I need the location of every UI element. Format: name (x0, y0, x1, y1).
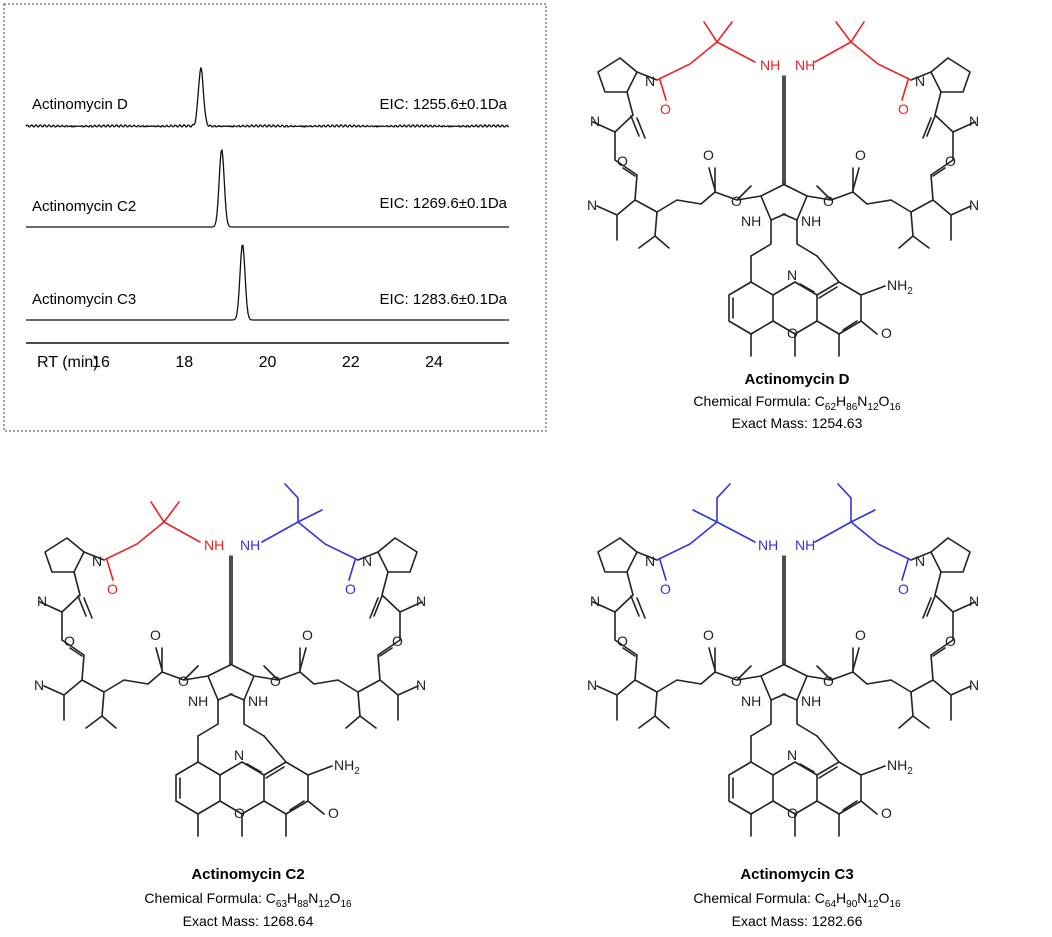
formula-part: C (815, 393, 825, 409)
valine-nh-c2: NH (204, 537, 224, 553)
formula-part: C (266, 890, 276, 906)
molecule-c2-skeleton (33, 537, 427, 837)
isoleucine-o-c3-left: O (660, 581, 671, 597)
valine-o-c2: O (107, 581, 118, 597)
formula-part: 12 (867, 899, 879, 910)
formula-part: H (287, 890, 297, 906)
formula-part: N (308, 890, 318, 906)
isoleucine-nh-c3-right: NH (795, 537, 815, 553)
isoleucine-residues-c3 (656, 483, 912, 581)
caption-formula-d: Chemical Formula: C62H86N12O16 (693, 393, 901, 413)
formula-part: 64 (825, 899, 837, 910)
formula-part: 12 (318, 899, 330, 910)
rt-tick-label: 20 (259, 354, 277, 371)
rt-tick-label: 16 (92, 354, 110, 371)
rt-axis-ticks: 16 18 20 22 24 (92, 354, 443, 371)
formula-part: H (836, 890, 846, 906)
formula-part: C (815, 890, 825, 906)
formula-part: 12 (867, 402, 879, 413)
formula-part: H (836, 393, 846, 409)
formula-label: Chemical Formula: (144, 890, 265, 906)
caption-mass-c3: Exact Mass: 1282.66 (732, 913, 863, 929)
trace-label-c2: Actinomycin C2 (32, 198, 136, 215)
formula-part: O (330, 890, 341, 906)
trace-line-d (25, 67, 510, 128)
rt-tick-label: 22 (342, 354, 360, 371)
chromatogram-frame (3, 3, 547, 432)
chromatogram-panel: Actinomycin D EIC: 1255.6±0.1Da Actinomy… (3, 3, 547, 432)
formula-part: 86 (846, 402, 858, 413)
formula-part: O (879, 393, 890, 409)
caption-mass-c2: Exact Mass: 1268.64 (183, 913, 314, 929)
formula-part: 88 (297, 899, 309, 910)
molecule-c3-skeleton (586, 537, 980, 837)
caption-mass-d: Exact Mass: 1254.63 (732, 415, 863, 431)
trace-eic-c2: EIC: 1269.6±0.1Da (380, 195, 508, 212)
structure-actinomycin-c2: NH O NH O Actinomycin C2 Chemical Formul… (33, 483, 427, 929)
valine-residue-c2 (103, 501, 201, 581)
formula-label: Chemical Formula: (693, 890, 814, 906)
rt-axis-label: RT (min) (37, 354, 99, 371)
trace-line-c2 (26, 149, 509, 228)
formula-part: 16 (889, 899, 901, 910)
trace-label-d: Actinomycin D (32, 96, 128, 113)
formula-part: 62 (825, 402, 837, 413)
caption-name-c2: Actinomycin C2 (191, 866, 304, 883)
formula-part: 63 (276, 899, 288, 910)
valine-o-d-left: O (660, 101, 671, 117)
caption-name-d: Actinomycin D (744, 371, 849, 388)
trace-eic-c3: EIC: 1283.6±0.1Da (380, 291, 508, 308)
structure-actinomycin-d: NH NH O O Actinomycin D Chemical Formula… (586, 21, 980, 431)
isoleucine-nh-c2: NH (240, 537, 260, 553)
formula-part: N (857, 393, 867, 409)
valine-residues-d (656, 21, 912, 101)
molecule-d-skeleton (586, 57, 980, 357)
rt-tick-label: 24 (425, 354, 443, 371)
caption-formula-c2: Chemical Formula: C63H88N12O16 (144, 890, 352, 910)
caption-formula-c3: Chemical Formula: C64H90N12O16 (693, 890, 901, 910)
valine-nh-d-right: NH (795, 57, 815, 73)
trace-line-c3 (26, 244, 509, 321)
formula-part: 90 (846, 899, 858, 910)
isoleucine-nh-c3-left: NH (758, 537, 778, 553)
formula-label: Chemical Formula: (693, 393, 814, 409)
isoleucine-residue-c2 (261, 483, 359, 581)
formula-part: 16 (340, 899, 352, 910)
rt-tick-label: 18 (175, 354, 193, 371)
trace-label-c3: Actinomycin C3 (32, 291, 136, 308)
valine-o-d-right: O (898, 101, 909, 117)
formula-part: 16 (889, 402, 901, 413)
valine-nh-d-left: NH (760, 57, 780, 73)
structure-actinomycin-c3: NH NH O O Actinomycin C3 Chemical Formul… (586, 483, 980, 929)
isoleucine-o-c2: O (345, 581, 356, 597)
caption-name-c3: Actinomycin C3 (740, 866, 853, 883)
formula-part: N (857, 890, 867, 906)
formula-part: O (879, 890, 890, 906)
isoleucine-o-c3-right: O (898, 581, 909, 597)
trace-eic-d: EIC: 1255.6±0.1Da (380, 96, 508, 113)
